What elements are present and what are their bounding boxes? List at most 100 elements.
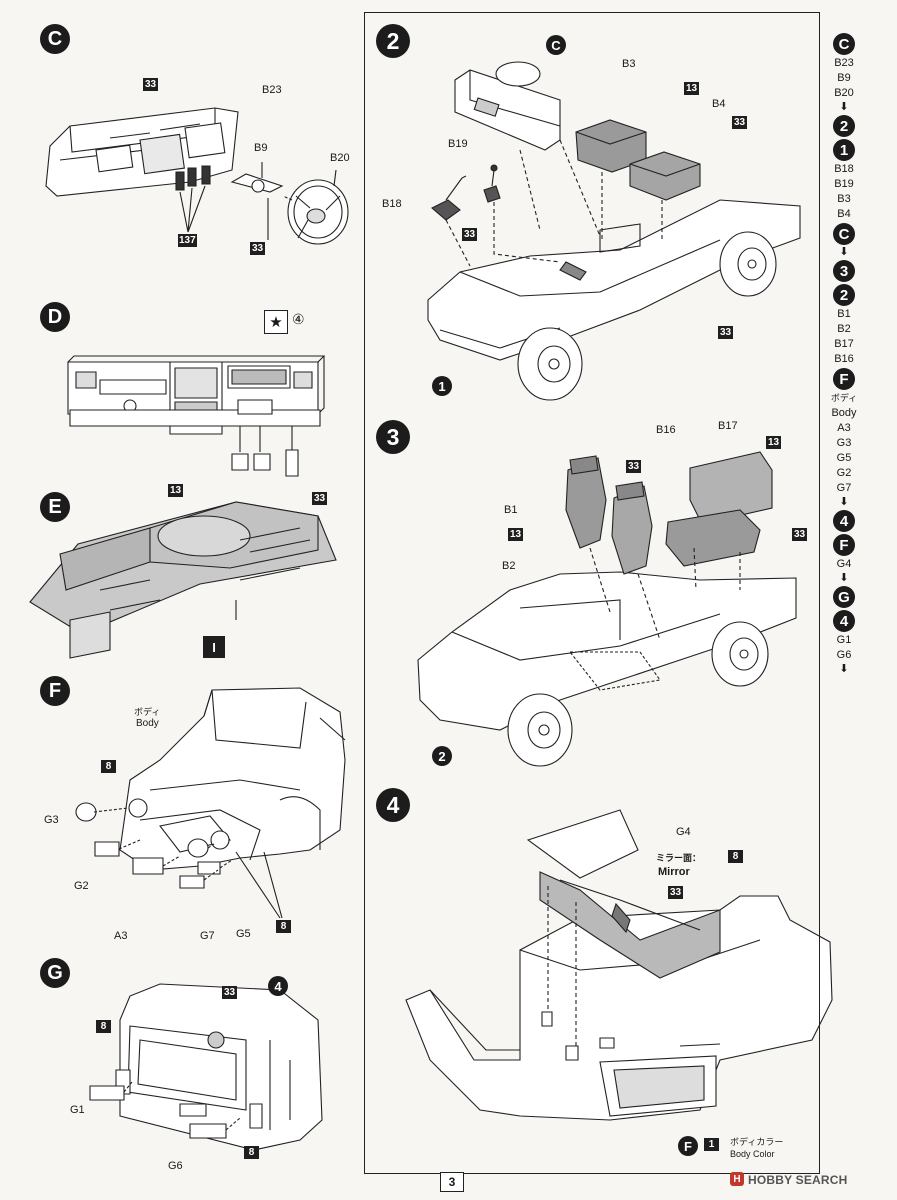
part-label-g5: G5 — [236, 928, 251, 940]
steering-column-drawing — [232, 162, 282, 240]
step-badge-2: 2 — [376, 24, 410, 58]
sidebar-part-label: G5 — [836, 452, 852, 464]
part-label-b4: B4 — [712, 98, 726, 110]
down-arrow-icon: ⬇ — [839, 101, 849, 113]
mirror-label-jp: ミラー面： — [656, 853, 702, 863]
color-code-33: 33 — [732, 116, 747, 129]
part-label-b9: B9 — [254, 142, 268, 154]
step2-dashboard-drawing — [455, 62, 600, 236]
part-label-b3: B3 — [622, 58, 636, 70]
section-badge-f: F — [40, 676, 70, 706]
sidebar-part-label: B3 — [837, 193, 851, 205]
color-code-33: 33 — [250, 242, 265, 255]
part-label-g6: G6 — [168, 1160, 183, 1172]
part-label-b20: B20 — [330, 152, 350, 164]
part-label-b19: B19 — [448, 138, 468, 150]
step3-front-seats-drawing — [566, 456, 660, 640]
step4-windshield-drawing — [528, 810, 720, 1060]
sidebar-step-badge: 3 — [833, 260, 855, 282]
sidebar-part-label: B23 — [834, 57, 854, 69]
sidebar-part-label: ボディ — [830, 393, 858, 403]
part-label-g2: G2 — [74, 880, 89, 892]
body-color-label-en: Body Color — [730, 1149, 775, 1159]
sidebar-step-badge: 2 — [833, 115, 855, 137]
part-label-a3: A3 — [114, 930, 128, 942]
step3-rear-seat-drawing — [666, 452, 772, 590]
part-label-g3: G3 — [44, 814, 59, 826]
sidebar-part-label: G2 — [836, 467, 852, 479]
sidebar-step-badge: 4 — [833, 610, 855, 632]
sidebar-step-badge: C — [833, 223, 855, 245]
part-label-b23: B23 — [262, 84, 282, 96]
sidebar-part-label: Body — [831, 407, 857, 419]
color-code-13: 13 — [508, 528, 523, 541]
sidebar-part-label: A3 — [837, 422, 851, 434]
part-label-b2: B2 — [502, 560, 516, 572]
sidebar-part-label: B16 — [834, 353, 854, 365]
section-badge-e: E — [40, 492, 70, 522]
ref-badge-1: 1 — [432, 376, 452, 396]
decal-number: ④ — [292, 311, 305, 327]
section-badge-g: G — [40, 958, 70, 988]
ref-badge-4: 4 — [268, 976, 288, 996]
step2-seats-drawing — [576, 120, 700, 240]
sidebar-step-badge: 2 — [833, 284, 855, 306]
sidebar-part-label: G4 — [836, 558, 852, 570]
pedals-drawing — [232, 426, 298, 476]
part-label-b17: B17 — [718, 420, 738, 432]
body-color-mark-icon: I — [203, 636, 225, 658]
floor-pan-drawing — [30, 502, 336, 658]
part-label-b16: B16 — [656, 424, 676, 436]
steps-panel-frame — [364, 12, 820, 1174]
step2-chassis-drawing — [428, 200, 800, 400]
down-arrow-icon: ⬇ — [839, 663, 849, 675]
star-decal-icon: ★ — [264, 310, 288, 334]
part-label-g7: G7 — [200, 930, 215, 942]
step3-chassis-drawing — [418, 572, 796, 766]
sidebar-step-badge: F — [833, 368, 855, 390]
sidebar-step-badge: 4 — [833, 510, 855, 532]
sidebar-step-badge: 1 — [833, 139, 855, 161]
color-code-8: 8 — [728, 850, 743, 863]
color-code-13: 13 — [684, 82, 699, 95]
sidebar-step-badge: F — [833, 534, 855, 556]
sidebar-part-label: G1 — [836, 634, 852, 646]
color-code-8: 8 — [96, 1020, 111, 1033]
page-number: 3 — [440, 1172, 464, 1192]
front-lamps-drawing — [95, 840, 282, 918]
color-code-33: 33 — [626, 460, 641, 473]
steering-wheel-drawing — [283, 170, 348, 244]
body-front-drawing — [76, 688, 345, 870]
hobby-search-logo-icon: H — [730, 1172, 744, 1186]
dash-panel-drawing — [68, 356, 324, 434]
sidebar-part-label: G6 — [836, 649, 852, 661]
sidebar-part-label: B17 — [834, 338, 854, 350]
sidebar-part-label: B2 — [837, 323, 851, 335]
sidebar-part-label: B20 — [834, 87, 854, 99]
color-code-33: 33 — [718, 326, 733, 339]
sidebar-part-label: B19 — [834, 178, 854, 190]
color-code-33: 33 — [462, 228, 477, 241]
sidebar-part-label: B18 — [834, 163, 854, 175]
section-badge-d: D — [40, 302, 70, 332]
color-code-8: 8 — [276, 920, 291, 933]
color-code-33: 33 — [143, 78, 158, 91]
body-label-jp: ボディ — [134, 707, 161, 717]
body-label-en: Body — [136, 718, 159, 729]
color-code-137: 137 — [178, 234, 197, 247]
color-code-8: 8 — [101, 760, 116, 773]
sidebar-part-label: B4 — [837, 208, 851, 220]
part-label-b1: B1 — [504, 504, 518, 516]
sidebar-step-badge: G — [833, 586, 855, 608]
color-code-1: 1 — [704, 1138, 719, 1151]
sidebar-part-label: G7 — [836, 482, 852, 494]
ref-badge-c: C — [546, 35, 566, 55]
step2-levers-drawing — [432, 165, 560, 266]
watermark-text: HOBBY SEARCH — [748, 1173, 848, 1187]
color-code-33: 33 — [312, 492, 327, 505]
down-arrow-icon: ⬇ — [839, 572, 849, 584]
sidebar-part-label: G3 — [836, 437, 852, 449]
mirror-label-en: Mirror — [658, 866, 690, 878]
down-arrow-icon: ⬇ — [839, 246, 849, 258]
